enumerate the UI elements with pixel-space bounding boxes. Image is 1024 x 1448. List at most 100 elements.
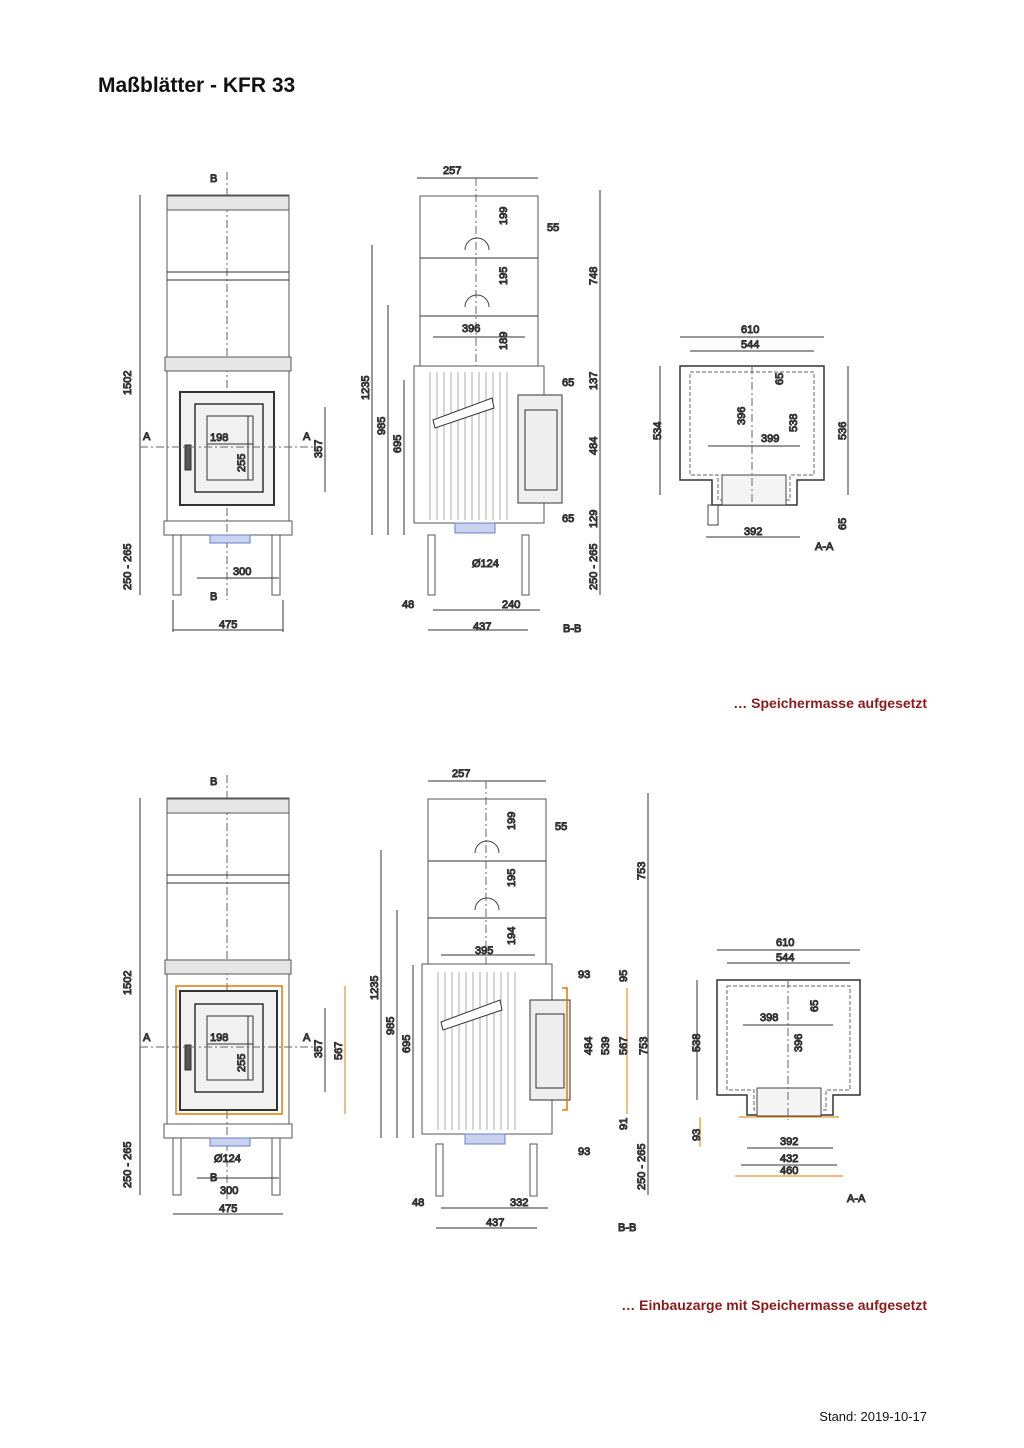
bottom-side-d3: 195 [506, 869, 518, 887]
bottom-front-w-total: 475 [219, 1203, 237, 1215]
top-plan-view [659, 336, 849, 538]
top-side-d10: 129 [588, 510, 600, 528]
bottom-plan-w-460: 460 [780, 1165, 798, 1177]
bottom-front-legs: 250 - 265 [122, 1142, 134, 1188]
top-side-h3: 695 [392, 435, 404, 453]
top-side-dia: Ø124 [472, 558, 499, 570]
bottom-front-w-legs: 300 [220, 1185, 238, 1197]
top-side-d7: 137 [588, 372, 600, 390]
bottom-front-w-door: 198 [210, 1032, 228, 1044]
bottom-plan-o-93: 93 [691, 1129, 703, 1141]
top-plan-d-c: 538 [788, 414, 800, 432]
bottom-side-d9: 753 [638, 1037, 650, 1055]
bottom-front-h-total: 1502 [122, 971, 134, 995]
bottom-side-d5: 194 [506, 927, 518, 945]
bottom-plan-d-65: 65 [809, 1000, 821, 1012]
bottom-front-dia: Ø124 [214, 1153, 241, 1165]
bottom-front-a-left: A [143, 1032, 151, 1044]
top-side-d2: 55 [547, 222, 559, 234]
bottom-side-w-left: 48 [412, 1197, 424, 1209]
bottom-front-b-top: B [210, 776, 217, 788]
top-side-w-mid: 396 [462, 323, 480, 335]
top-side-d3: 195 [498, 267, 510, 285]
top-front-w-total: 475 [219, 619, 237, 631]
top-front-a-right: A [303, 431, 311, 443]
top-side-d1: 199 [498, 207, 510, 225]
top-plan-section: A-A [815, 541, 834, 553]
top-front-w-door: 198 [210, 432, 228, 444]
top-front-b-bottom: B [210, 591, 217, 603]
top-side-w-left: 48 [402, 599, 414, 611]
top-plan-d-a: 65 [774, 373, 786, 385]
bottom-side-d7: 484 [583, 1037, 595, 1055]
top-side-d5: 189 [498, 332, 510, 350]
top-front-view [139, 172, 326, 632]
bottom-side-o1: 93 [578, 969, 590, 981]
bottom-plan-w-398: 398 [760, 1012, 778, 1024]
top-side-w-top: 257 [443, 165, 461, 177]
top-side-w-blue: 240 [502, 599, 520, 611]
bottom-plan-w-432: 432 [780, 1153, 798, 1165]
top-plan-h-right: 536 [837, 422, 849, 440]
bottom-side-h3: 695 [401, 1035, 413, 1053]
top-front-b-top: B [210, 173, 217, 185]
bottom-side-w-mid: 395 [475, 945, 493, 957]
top-side-h2: 985 [376, 417, 388, 435]
bottom-plan-h-left: 538 [691, 1034, 703, 1052]
top-side-d4: 748 [588, 267, 600, 285]
top-front-h-frame: 357 [313, 440, 325, 458]
top-plan-w-392: 392 [744, 526, 762, 538]
bottom-front-h-door: 255 [236, 1054, 248, 1072]
top-plan-d-65: 65 [837, 518, 849, 530]
top-front-legs: 250 - 265 [122, 544, 134, 590]
bottom-side-d6: 95 [618, 970, 630, 982]
top-plan-h-left: 534 [652, 422, 664, 440]
top-side-view [371, 177, 601, 631]
bottom-side-d8: 539 [600, 1037, 612, 1055]
bottom-front-b-bottom: B [210, 1172, 217, 1184]
bottom-side-d10: 91 [618, 1118, 630, 1130]
bottom-plan-d-396: 396 [793, 1034, 805, 1052]
bottom-side-w-top: 257 [452, 768, 470, 780]
date-stamp: Stand: 2019-10-17 [819, 1409, 927, 1424]
top-plan-w-399: 399 [761, 433, 779, 445]
bottom-side-o3: 93 [578, 1146, 590, 1158]
bottom-side-d2: 55 [555, 821, 567, 833]
top-front-h-total: 1502 [122, 371, 134, 395]
top-side-legs: 250 - 265 [588, 544, 600, 590]
bottom-front-h-frame: 357 [313, 1040, 325, 1058]
top-plan-w-outer: 610 [741, 324, 759, 336]
top-plan-d-b: 396 [736, 407, 748, 425]
top-side-d6: 65 [562, 377, 574, 389]
top-front-a-left: A [143, 431, 151, 443]
bottom-side-h1: 1235 [369, 976, 381, 1000]
bottom-front-view [139, 775, 346, 1215]
bottom-plan-w-inner: 544 [776, 952, 794, 964]
bottom-plan-w-outer: 610 [776, 937, 794, 949]
bottom-side-w-base: 437 [486, 1217, 504, 1229]
caption-bottom: … Einbauzarge mit Speichermasse aufgeset… [621, 1297, 927, 1313]
bottom-side-w-blue: 332 [510, 1197, 528, 1209]
top-front-w-legs: 300 [233, 566, 251, 578]
bottom-side-d4: 753 [636, 862, 648, 880]
bottom-plan-w-392: 392 [780, 1136, 798, 1148]
bottom-front-a-right: A [303, 1032, 311, 1044]
top-side-section: B-B [563, 623, 581, 635]
bottom-plan-view [696, 949, 861, 1177]
top-plan-w-inner: 544 [741, 339, 759, 351]
top-front-h-door: 255 [236, 454, 248, 472]
bottom-side-legs: 250 - 265 [636, 1144, 648, 1190]
top-side-d8: 484 [588, 437, 600, 455]
top-side-w-base: 437 [473, 621, 491, 633]
caption-top: … Speichermasse aufgesetzt [733, 695, 927, 711]
bottom-side-h2: 985 [385, 1017, 397, 1035]
bottom-side-d1: 199 [506, 812, 518, 830]
bottom-side-section: B-B [618, 1222, 636, 1234]
bottom-side-o2: 567 [618, 1037, 630, 1055]
bottom-plan-section: A-A [847, 1193, 866, 1205]
bottom-side-view [380, 780, 649, 1229]
bottom-front-h-orange: 567 [333, 1042, 345, 1060]
top-side-h1: 1235 [360, 376, 372, 400]
page-title: Maßblätter - KFR 33 [98, 74, 296, 97]
